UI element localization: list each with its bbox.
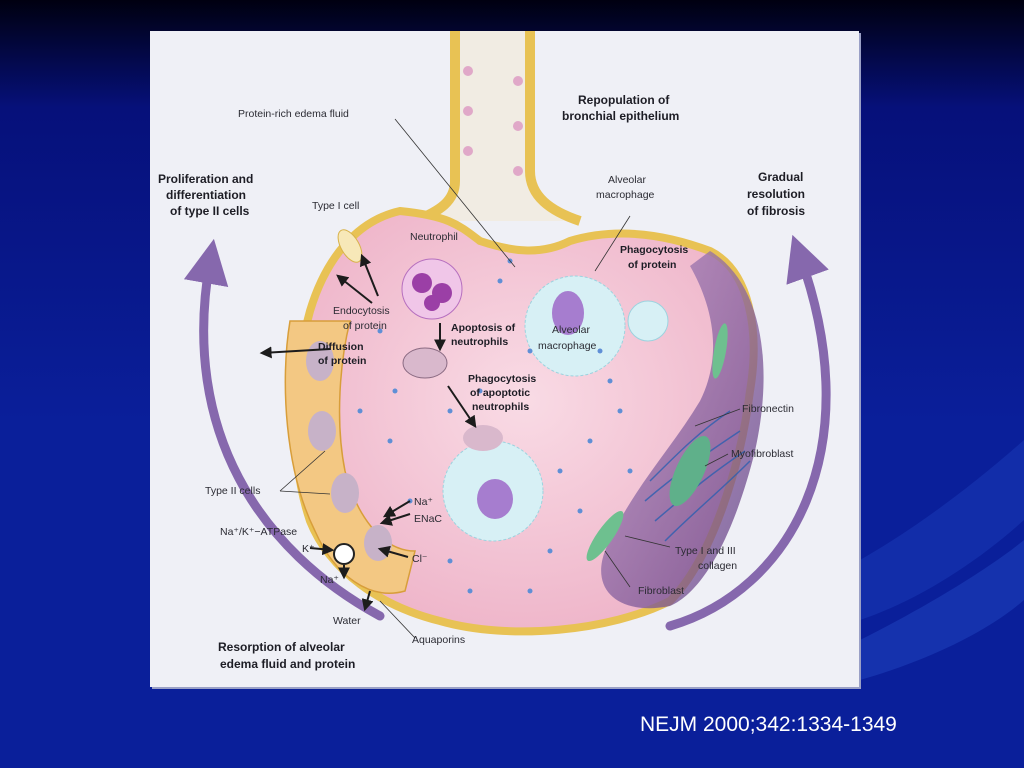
label-water: Water (333, 615, 361, 627)
label-apoptosis-1: Apoptosis of (451, 322, 516, 334)
label-diffusion-2: of protein (318, 355, 366, 367)
label-resorption-1: Resorption of alveolar (218, 640, 345, 654)
alveolar-macrophage-bottom (442, 425, 544, 542)
label-neutrophil: Neutrophil (410, 231, 458, 243)
label-proliferation-3: of type II cells (170, 204, 250, 218)
label-na-k-atpase: Na⁺/K⁺−ATPase (220, 526, 297, 538)
label-resolution: resolution (747, 187, 805, 201)
apoptotic-neutrophil (402, 347, 448, 379)
resolution-arrow (665, 234, 831, 631)
collagen-fibers (644, 410, 751, 542)
protein-particles (357, 258, 633, 594)
label-fibroblast: Fibroblast (638, 585, 684, 597)
proliferation-arrow (183, 238, 385, 621)
type-i-cell (337, 229, 363, 263)
label-resorption-2: edema fluid and protein (220, 657, 355, 671)
type-ii-cells (284, 320, 416, 594)
label-myofibroblast: Myofibroblast (731, 448, 794, 460)
label-endocytosis-2: of protein (343, 320, 387, 332)
label-phago-apoptotic-1: Phagocytosis (468, 373, 536, 385)
label-fibronectin: Fibronectin (742, 403, 794, 415)
figure-panel: Protein-rich edema fluid Repopulation of… (150, 31, 859, 687)
label-alveolar-macrophage-top-2: macrophage (596, 189, 655, 201)
leader-lines (279, 118, 741, 639)
process-arrows (259, 253, 477, 612)
bronchial-epithelium (413, 31, 582, 226)
label-of-fibrosis: of fibrosis (747, 204, 805, 218)
label-protein-rich-edema-fluid: Protein-rich edema fluid (238, 108, 349, 120)
label-phago-apoptotic-3: neutrophils (472, 401, 529, 413)
label-phagocytosis-protein-2: of protein (628, 259, 676, 271)
label-repopulation-1: Repopulation of (578, 93, 670, 107)
label-alveolar-macrophage-top-1: Alveolar (608, 174, 646, 186)
label-type-i-cell: Type I cell (312, 200, 359, 212)
label-type-i-iii-collagen-2: collagen (698, 560, 737, 572)
label-type-ii-cells: Type II cells (205, 485, 260, 497)
na-k-atpase-pump (333, 543, 355, 565)
label-alveolar-macrophage-mid-2: macrophage (538, 340, 597, 352)
label-cl-minus: Cl⁻ (412, 553, 428, 565)
label-endocytosis-1: Endocytosis (333, 305, 390, 317)
label-phagocytosis-protein-1: Phagocytosis (620, 244, 688, 256)
label-k-plus: K⁺ (302, 543, 315, 555)
label-proliferation-2: differentiation (166, 188, 246, 202)
alveolar-diagram: Protein-rich edema fluid Repopulation of… (158, 31, 831, 671)
citation: NEJM 2000;342:1334-1349 (640, 713, 897, 736)
label-apoptosis-2: neutrophils (451, 336, 508, 348)
label-na-plus-2: Na⁺ (320, 574, 339, 586)
label-enac: ENaC (414, 513, 442, 525)
label-repopulation-2: bronchial epithelium (562, 109, 679, 123)
neutrophil-cell (401, 258, 463, 320)
label-aquaporins: Aquaporins (412, 634, 465, 646)
myofibroblast-cell (669, 436, 711, 506)
label-type-i-iii-collagen-1: Type I and III (675, 545, 736, 557)
label-proliferation-1: Proliferation and (158, 172, 253, 186)
label-na-plus: Na⁺ (414, 496, 433, 508)
label-gradual: Gradual (758, 170, 803, 184)
fibroblast-cell (586, 511, 624, 561)
label-alveolar-macrophage-mid-1: Alveolar (552, 324, 590, 336)
label-phago-apoptotic-2: of apoptotic (470, 387, 530, 399)
label-diffusion-1: Diffusion (318, 341, 364, 353)
